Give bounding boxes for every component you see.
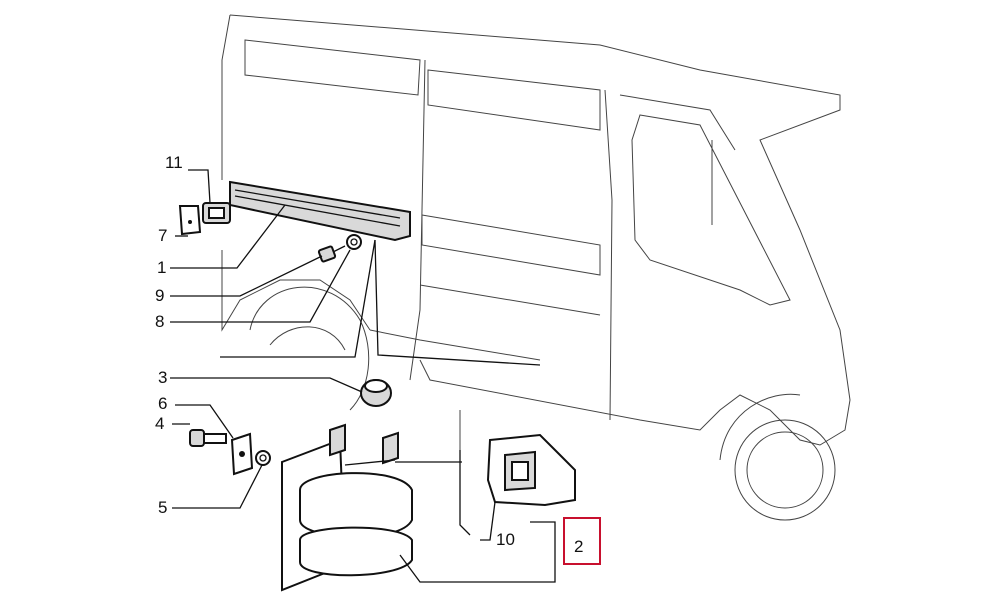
upper-rail-part-1	[229, 180, 411, 242]
label-1: 1	[157, 258, 166, 277]
label-2: 2	[574, 537, 583, 556]
label-10: 10	[496, 530, 515, 549]
roller-part-11	[202, 202, 231, 224]
highlighted-part-2[interactable]: 2	[563, 517, 601, 565]
leader-lines	[170, 169, 556, 583]
label-6: 6	[158, 394, 167, 413]
label-9: 9	[155, 286, 164, 305]
washer-part-5	[255, 450, 271, 466]
label-4: 4	[155, 414, 164, 433]
bracket-part-7	[178, 205, 202, 236]
washer-part-8	[346, 234, 362, 250]
cap-part-3	[360, 379, 392, 407]
label-11: 11	[165, 153, 183, 172]
label-8: 8	[155, 312, 164, 331]
bolt-part-9	[317, 245, 346, 263]
clip-part-6	[230, 432, 254, 476]
van-outline	[221, 14, 851, 521]
label-7: 7	[158, 226, 167, 245]
guide-block-part-10	[486, 433, 576, 507]
bolt-part-4	[189, 429, 227, 447]
label-3: 3	[158, 368, 167, 387]
label-5: 5	[158, 498, 167, 517]
roller-assembly-part-2	[281, 423, 413, 592]
